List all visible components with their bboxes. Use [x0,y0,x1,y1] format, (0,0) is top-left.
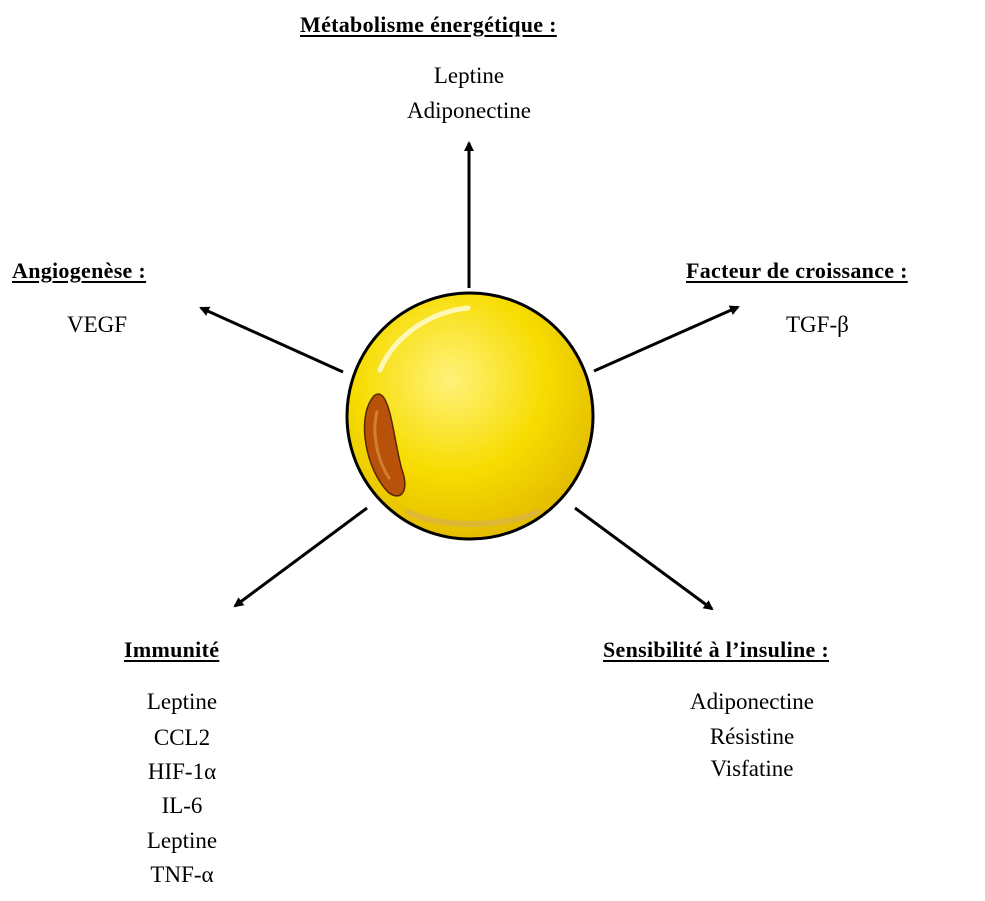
metabolism-item: Adiponectine [407,98,531,123]
insulin-heading: Sensibilité à l’insuline : [603,637,830,662]
metabolism-item: Leptine [433,63,505,88]
immunity-item: IL-6 [161,793,203,818]
immunity-list: Leptine CCL2 HIF-1α IL-6 Leptine TNF-α [92,690,272,886]
insulin-item: Visfatine [710,756,794,781]
arrow-insulin [574,506,714,611]
insulin-item: Résistine [709,724,795,749]
insulin-item: Adiponectine [690,689,814,714]
immunity-item: Leptine [146,689,218,714]
immunity-item: CCL2 [153,725,211,750]
adipocyte-cell [345,291,595,541]
immunity-item: Leptine [146,828,218,853]
arrow-angiogenesis [199,306,344,374]
metabolism-heading: Métabolisme énergétique : [300,12,557,37]
immunity-item: TNF-α [150,862,214,887]
immunity-item: HIF-1α [147,759,217,784]
nucleus [363,393,406,497]
angiogenesis-item: VEGF [67,312,128,337]
insulin-list: Adiponectine Résistine Visfatine [652,690,852,780]
metabolism-list: Leptine Adiponectine [369,64,569,122]
immunity-heading: Immunité [124,637,220,662]
angiogenesis-heading: Angiogenèse : [12,258,147,283]
growth-factor-item: TGF-β [786,312,849,337]
arrow-immunity [233,506,368,608]
growth-factor-heading: Facteur de croissance : [686,258,908,283]
arrow-growth-factor [593,305,740,373]
